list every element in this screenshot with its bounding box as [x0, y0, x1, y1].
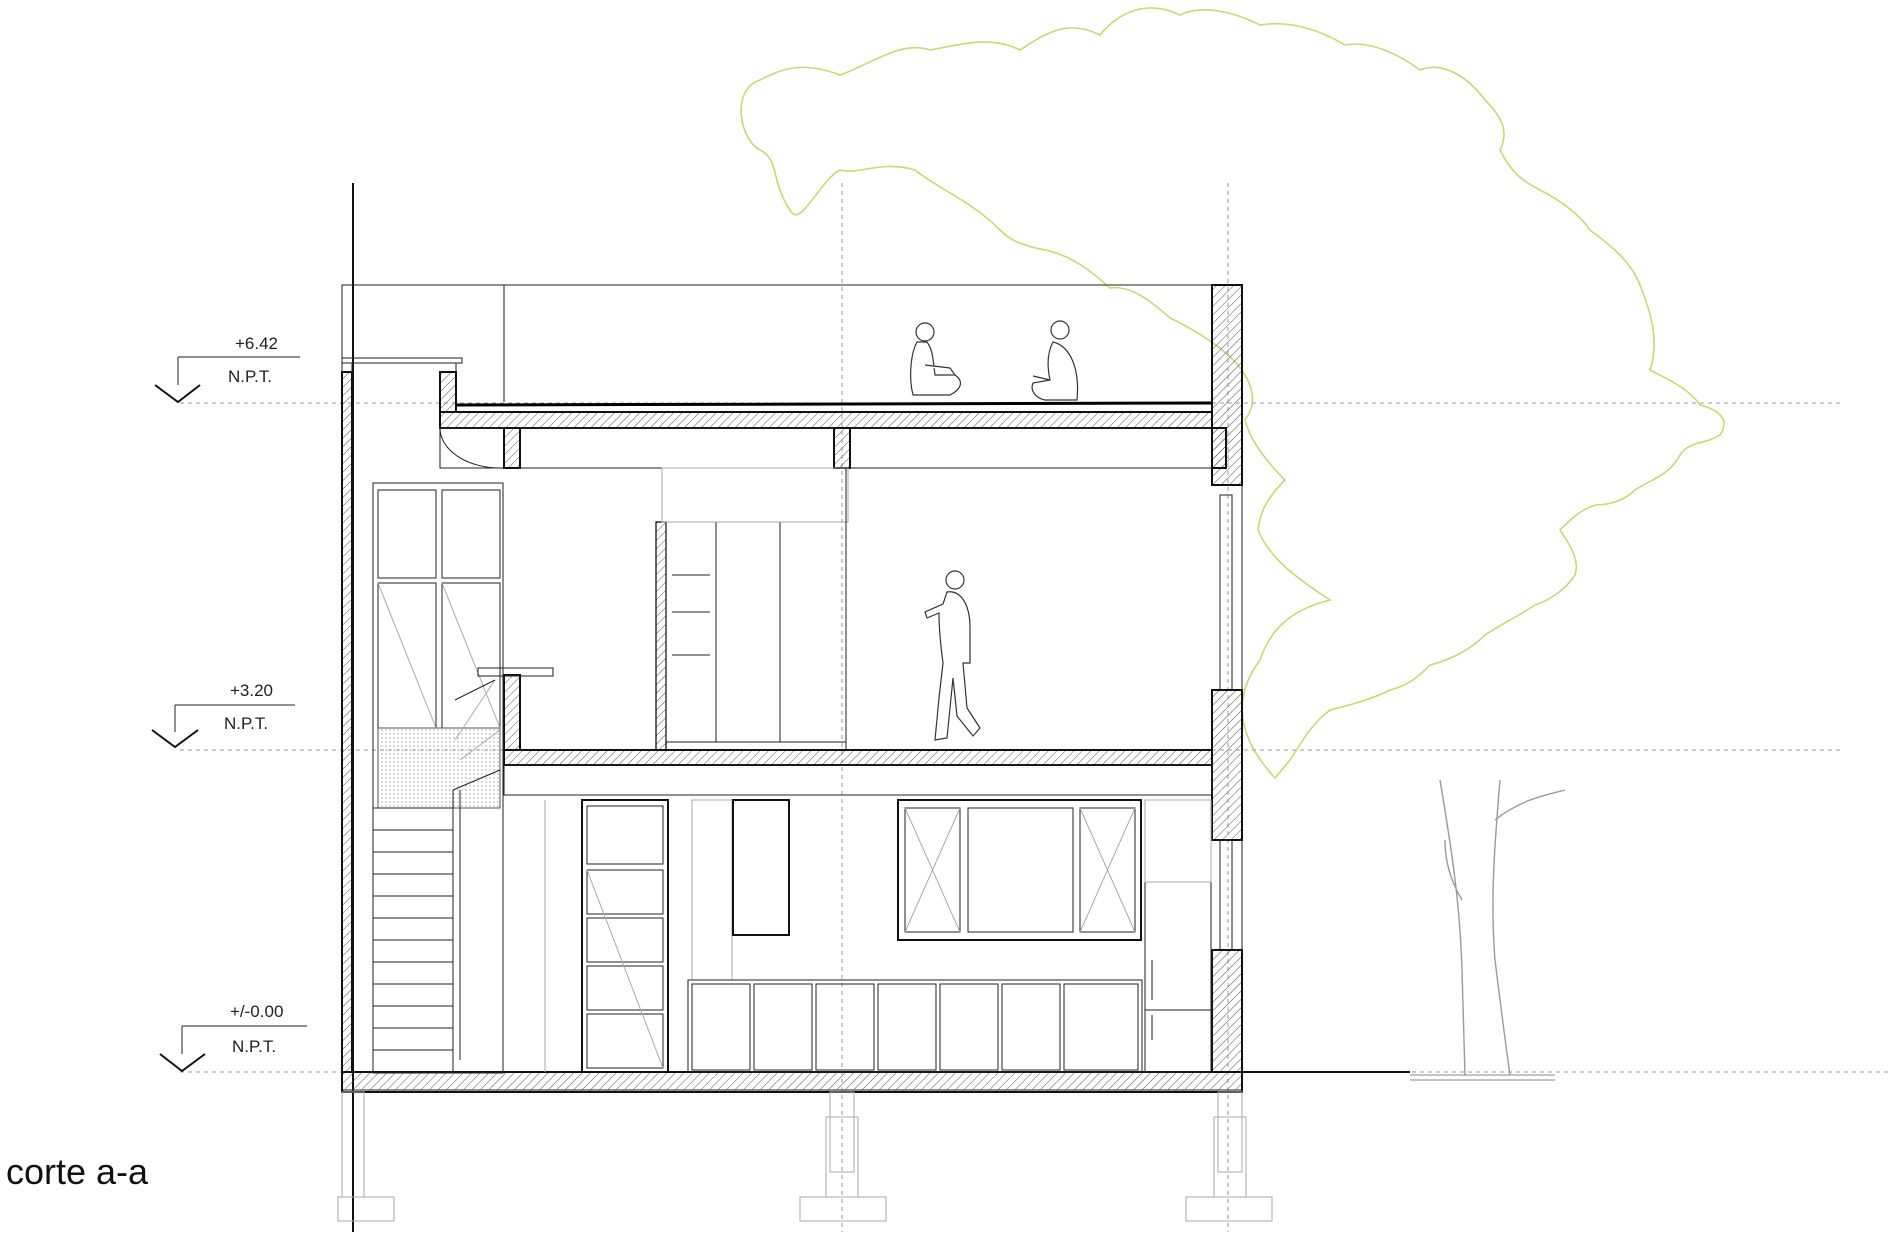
stair	[372, 667, 554, 1074]
upper-closet	[655, 467, 849, 751]
level-value-first: +3.20	[230, 681, 273, 700]
right-window-lower	[1219, 839, 1233, 951]
roof-parapet-left	[439, 371, 457, 413]
roof-beam-1	[503, 427, 521, 469]
kitchen-window	[897, 799, 1142, 941]
base-cabinets	[687, 979, 1143, 1073]
kitchen-column	[691, 799, 733, 981]
level-label-ground: N.P.T.	[232, 1037, 276, 1056]
roof-beam-2	[833, 427, 851, 469]
tree-trunk	[1439, 779, 1566, 1076]
left-wall	[341, 371, 353, 1073]
roof-door-swing	[439, 427, 501, 469]
level-label-first: N.P.T.	[224, 714, 268, 733]
stair-landing	[377, 727, 501, 809]
first-floor-beam	[503, 764, 1213, 796]
level-value-roof: +6.42	[235, 334, 278, 353]
wall-cabinet-left	[732, 799, 790, 936]
roof-beam-zone	[439, 427, 1213, 469]
level-value-ground: +/-0.00	[230, 1002, 283, 1021]
level-marker-first: +3.20 N.P.T.	[151, 681, 295, 749]
person-standing	[924, 570, 981, 741]
roof-beam-3	[1211, 427, 1227, 469]
person-sitting-2	[1031, 320, 1079, 401]
tall-cabinet	[581, 799, 669, 1073]
first-floor-slab	[503, 749, 1213, 766]
ground-slab	[341, 1071, 1243, 1093]
level-marker-ground: +/-0.00 N.P.T.	[159, 1002, 307, 1073]
roof-finish	[455, 401, 1213, 407]
right-wall-mid	[1211, 689, 1243, 841]
left-window-frame	[372, 482, 504, 1074]
foundations	[337, 1091, 1273, 1222]
right-wall-base	[1211, 949, 1243, 1073]
tree-canopy	[740, 7, 1725, 780]
drawing-title: corte a-a	[6, 1151, 149, 1192]
fridge	[1144, 799, 1212, 1073]
level-marker-roof: +6.42 N.P.T.	[154, 334, 300, 404]
stair-parapet	[503, 674, 521, 751]
roof-canopy	[341, 357, 463, 364]
person-sitting-1	[910, 322, 962, 396]
roof-slab	[439, 411, 1213, 429]
right-window-upper	[1219, 494, 1233, 691]
level-label-roof: N.P.T.	[228, 367, 272, 386]
